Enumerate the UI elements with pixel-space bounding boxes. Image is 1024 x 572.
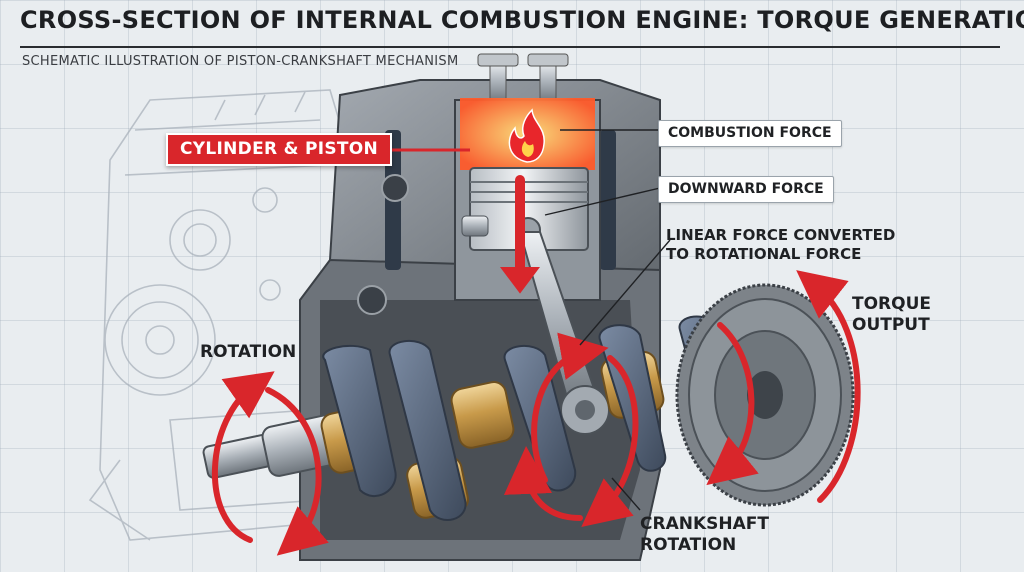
linear-force-line-1: LINEAR FORCE CONVERTED (666, 226, 896, 244)
piston (461, 167, 589, 251)
rotation-label: ROTATION (200, 342, 297, 362)
page-title: CROSS-SECTION OF INTERNAL COMBUSTION ENG… (20, 6, 1024, 34)
page-subtitle: SCHEMATIC ILLUSTRATION OF PISTON-CRANKSH… (22, 54, 459, 69)
cylinder-piston-label: CYLINDER & PISTON (166, 133, 393, 166)
torque-output-line-1: TORQUE (852, 294, 932, 314)
combustion-force-label: COMBUSTION FORCE (658, 120, 842, 147)
crankshaft-rotation-label: CRANKSHAFT ROTATION (640, 514, 769, 556)
downward-force-label: DOWNWARD FORCE (658, 176, 834, 203)
torque-output-label: TORQUE OUTPUT (852, 294, 931, 336)
flame-icon (508, 108, 545, 163)
crankshaft-rotation-line-2: ROTATION (640, 535, 737, 555)
linear-force-line-2: TO ROTATIONAL FORCE (666, 245, 862, 263)
combustion-chamber (460, 98, 595, 170)
crankshaft-rotation-line-1: CRANKSHAFT (640, 514, 769, 534)
title-divider (20, 46, 1000, 48)
leader-lines (544, 129, 671, 511)
torque-output-line-2: OUTPUT (852, 315, 930, 335)
flywheel (675, 283, 855, 507)
force-arrows (211, 175, 861, 556)
linear-force-label: LINEAR FORCE CONVERTED TO ROTATIONAL FOR… (666, 226, 895, 264)
